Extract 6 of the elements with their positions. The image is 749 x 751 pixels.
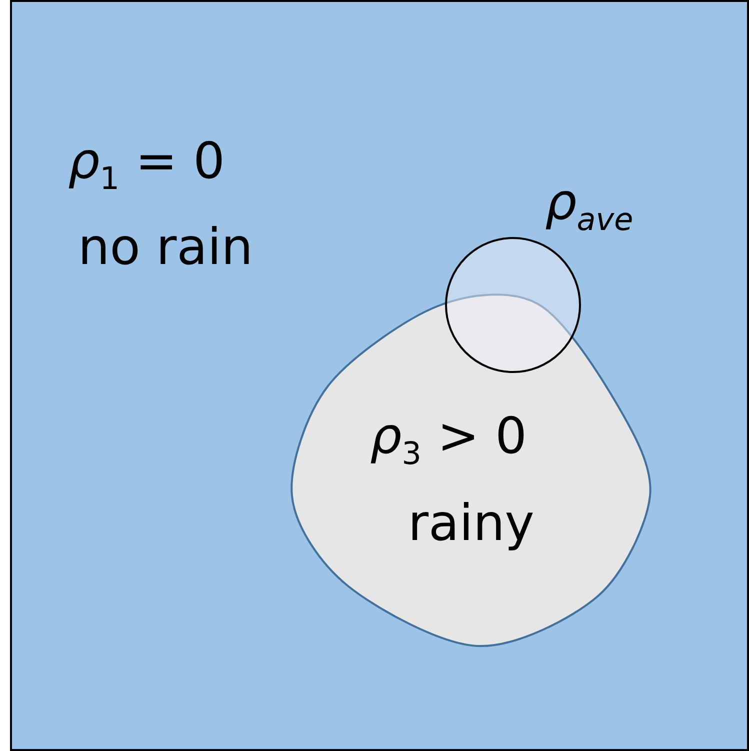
math-label: ρ$_{3}$ > 0 xyxy=(370,411,527,470)
region-label: no rain xyxy=(78,222,253,272)
math-label: ρ$_{1}$ = 0 xyxy=(68,136,225,195)
region-box xyxy=(10,0,749,751)
region-label: rainy xyxy=(408,498,534,548)
math-label: ρ$_{ave}$ xyxy=(545,177,634,236)
